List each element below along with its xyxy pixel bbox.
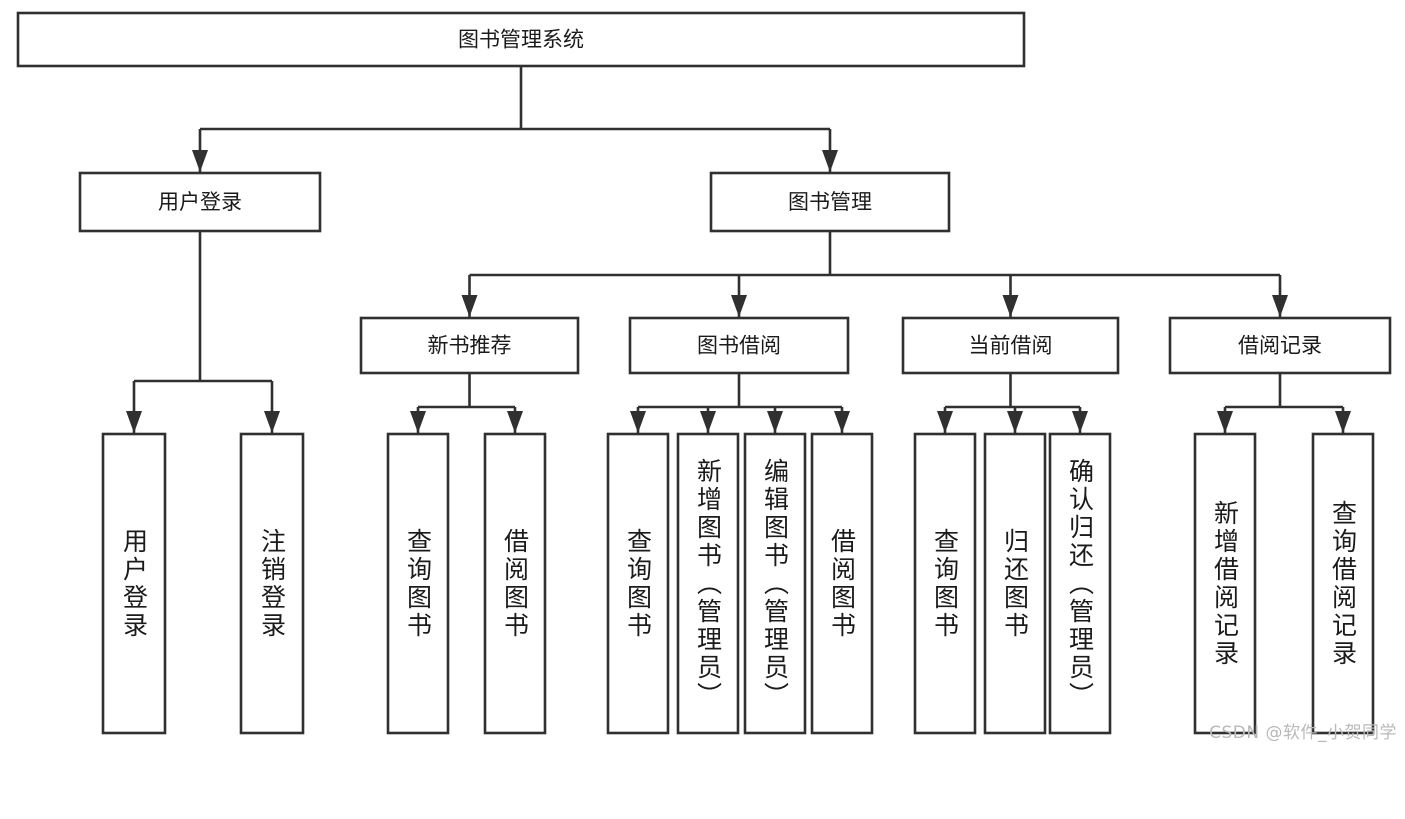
arrow-head-icon-new-book-rec xyxy=(461,295,478,317)
arrow-head-icon-leaf-query-book-3 xyxy=(937,411,953,433)
node-box-leaf-query-book-3[interactable] xyxy=(913,432,977,735)
node-box-leaf-edit-book[interactable] xyxy=(743,432,807,735)
watermark-text: CSDN @软件_小贺同学 xyxy=(1209,723,1397,743)
arrow-head-icon-leaf-query-book-2 xyxy=(630,411,646,433)
node-box-leaf-borrow-book-1[interactable] xyxy=(483,432,547,735)
arrow-head-icon-leaf-add-book xyxy=(700,411,716,433)
node-box-leaf-borrow-book-2[interactable] xyxy=(810,432,874,735)
node-box-borrow-record[interactable] xyxy=(1168,316,1392,375)
arrow-head-icon-leaf-return-book xyxy=(1007,411,1023,433)
node-label-root: 图书管理系统 xyxy=(458,28,584,52)
node-box-leaf-return-book[interactable] xyxy=(983,432,1047,735)
node-label-borrow-record: 借阅记录 xyxy=(1238,334,1322,358)
arrow-head-icon-leaf-user-login xyxy=(126,411,142,433)
arrow-head-icon-leaf-logout xyxy=(264,411,280,433)
node-box-leaf-query-book-2[interactable] xyxy=(606,432,670,735)
node-box-leaf-add-record[interactable] xyxy=(1193,432,1257,735)
flowchart-canvas: 图书管理系统用户登录图书管理新书推荐图书借阅当前借阅借阅记录 用户登录注销登录查… xyxy=(16,11,1397,743)
node-box-root[interactable] xyxy=(16,11,1026,68)
boxes-layer xyxy=(16,11,1392,735)
node-box-new-book-rec[interactable] xyxy=(359,316,580,375)
arrow-head-icon-book-borrow xyxy=(731,295,747,317)
arrow-head-icon-leaf-edit-book xyxy=(767,411,783,433)
arrow-head-icon-current-borrow xyxy=(1002,295,1019,317)
arrow-head-icon-borrow-record xyxy=(1272,295,1288,317)
arrow-head-icon-leaf-borrow-book-2 xyxy=(834,411,850,433)
arrow-head-icon-leaf-confirm-return xyxy=(1072,411,1088,433)
node-label-new-book-rec: 新书推荐 xyxy=(428,334,512,358)
node-box-user-login[interactable] xyxy=(78,171,322,233)
node-box-leaf-logout[interactable] xyxy=(239,432,305,735)
node-box-book-borrow[interactable] xyxy=(628,316,850,375)
node-box-leaf-user-login[interactable] xyxy=(101,432,167,735)
node-label-current-borrow: 当前借阅 xyxy=(969,334,1053,358)
node-label-book-manage: 图书管理 xyxy=(788,190,872,214)
node-box-leaf-query-record[interactable] xyxy=(1311,432,1375,735)
arrow-head-icon-user-login xyxy=(192,150,208,172)
arrow-head-icon-leaf-query-book-1 xyxy=(410,411,426,433)
arrow-head-icon-leaf-borrow-book-1 xyxy=(507,411,523,433)
connectors-layer xyxy=(126,66,1351,433)
node-label-book-borrow: 图书借阅 xyxy=(697,334,781,358)
arrow-head-icon-book-manage xyxy=(822,150,838,172)
node-box-leaf-query-book-1[interactable] xyxy=(386,432,450,735)
arrow-head-icon-leaf-query-record xyxy=(1335,411,1351,433)
node-box-current-borrow[interactable] xyxy=(901,316,1120,375)
node-box-book-manage[interactable] xyxy=(709,171,951,233)
arrow-head-icon-leaf-add-record xyxy=(1217,411,1233,433)
node-box-leaf-confirm-return[interactable] xyxy=(1048,432,1112,735)
node-label-user-login: 用户登录 xyxy=(158,190,242,214)
node-box-leaf-add-book[interactable] xyxy=(676,432,740,735)
